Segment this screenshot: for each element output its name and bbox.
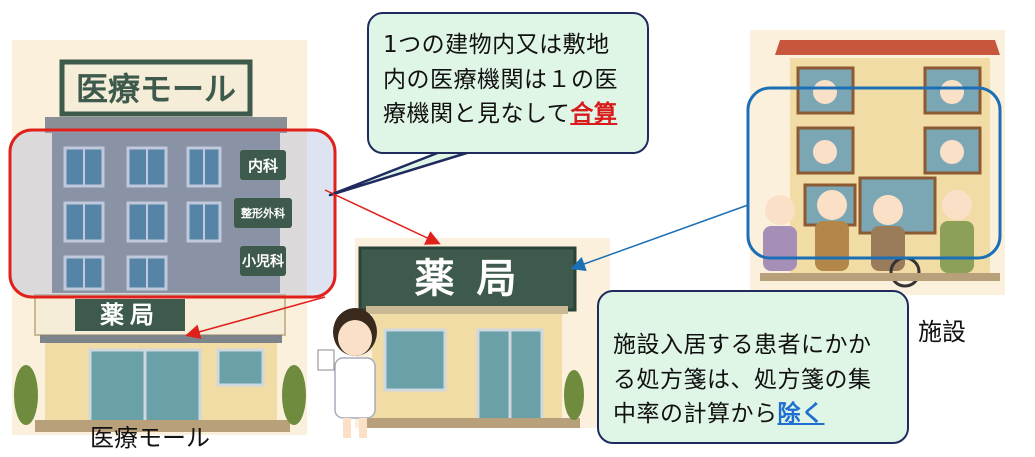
callout-bottom-line-3-text: 中率の計算から: [613, 401, 778, 427]
callout-top-line-3: 療機関と見なして合算: [383, 97, 647, 132]
facility-caption: 施設: [918, 318, 966, 346]
callout-bottom-emphasis: 除く: [777, 401, 825, 427]
pharmacy-building: [358, 246, 584, 428]
clinic-label-internal-medicine: 内科: [240, 150, 286, 180]
pharmacist-figure: [317, 308, 377, 438]
arrow-facility-to-pharmacy: [570, 204, 749, 271]
callout-top-line-3-text: 療機関と見なして: [383, 101, 571, 127]
arrow-mall-to-mall-pharmacy: [185, 296, 326, 340]
facility-blue-frame: [746, 86, 1002, 260]
arrow-mall-to-pharmacy: [324, 189, 441, 245]
callout-bottom-line-2: る処方箋は、処方箋の集: [613, 366, 872, 393]
callout-top-line-1: 1つの建物内又は敷地: [383, 32, 610, 58]
mall-caption: 医療モール: [90, 424, 210, 452]
callout-bottom-line-1: 施設入居する患者にかか: [613, 332, 872, 358]
pharmacy-sign: 薬 局: [414, 256, 521, 302]
callout-bottom-line-3: 中率の計算から除く: [613, 397, 907, 432]
mall-pharmacy-sign: 薬局: [100, 301, 160, 329]
clinic-label-pediatrics: 小児科: [240, 246, 286, 276]
facility-building: [760, 40, 1000, 288]
mall-sign: 医療モール: [75, 70, 236, 108]
callout-top-tail: [328, 150, 472, 197]
clinic-label-orthopedics: 整形外科: [234, 198, 292, 228]
callout-top-line-2: 内の医療機関は１の医: [383, 66, 618, 93]
callout-top: 1つの建物内又は敷地 内の医療機関は１の医 療機関と見なして合算: [367, 12, 649, 154]
callout-bottom: 施設入居する患者にかか る処方箋は、処方箋の集 中率の計算から除く: [597, 290, 909, 444]
callout-top-emphasis: 合算: [570, 101, 618, 127]
